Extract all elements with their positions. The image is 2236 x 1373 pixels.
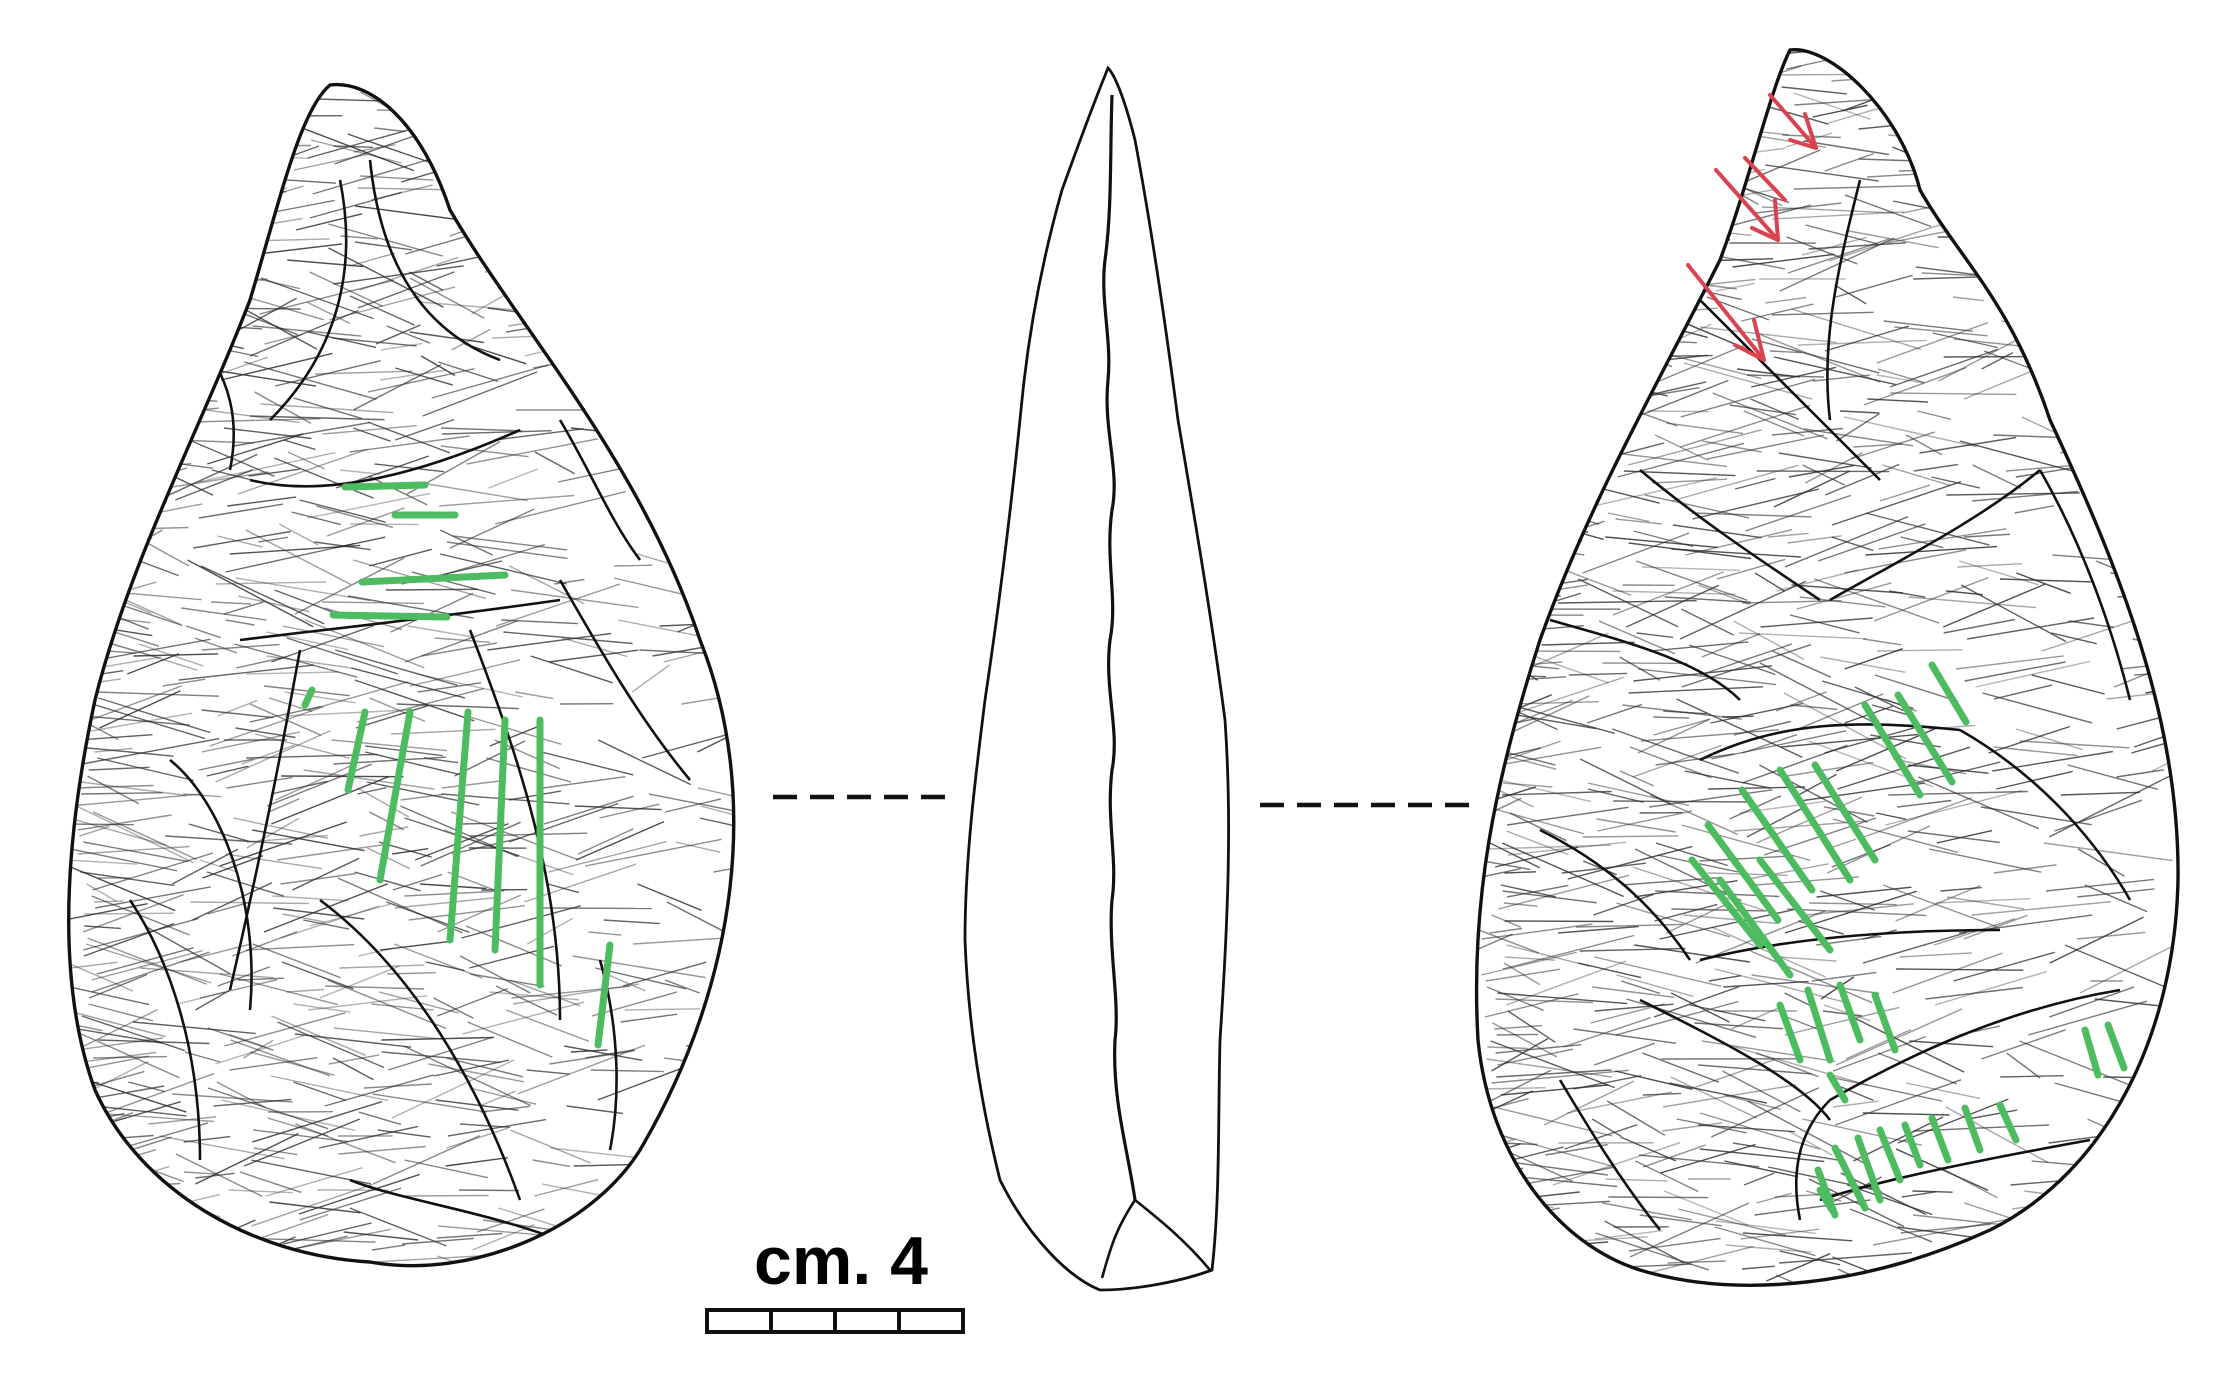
scale-label: cm. 4 xyxy=(754,1223,928,1299)
ventral-red-arrows xyxy=(1686,93,1818,362)
dorsal-hatching xyxy=(68,84,734,1266)
profile-tip-facet xyxy=(1100,1198,1211,1279)
red-arrow-3 xyxy=(1686,263,1766,362)
red-arrow-2 xyxy=(1714,156,1787,242)
ventral-outline xyxy=(1474,48,2180,1287)
dorsal-flake-scars xyxy=(128,159,691,1242)
ventral-flake-scars xyxy=(1539,179,2132,1231)
ventral-green-marks xyxy=(1688,661,2128,1219)
scale-bar xyxy=(705,1308,965,1334)
profile-view xyxy=(963,65,1230,1292)
profile-outline xyxy=(963,65,1230,1292)
dorsal-green-marks xyxy=(301,481,614,1049)
dorsal-face-view xyxy=(66,82,736,1268)
ventral-face-view xyxy=(1474,48,2180,1287)
profile-midline xyxy=(1102,94,1137,1201)
red-arrow-1 xyxy=(1768,93,1818,150)
dorsal-outline xyxy=(66,82,736,1268)
